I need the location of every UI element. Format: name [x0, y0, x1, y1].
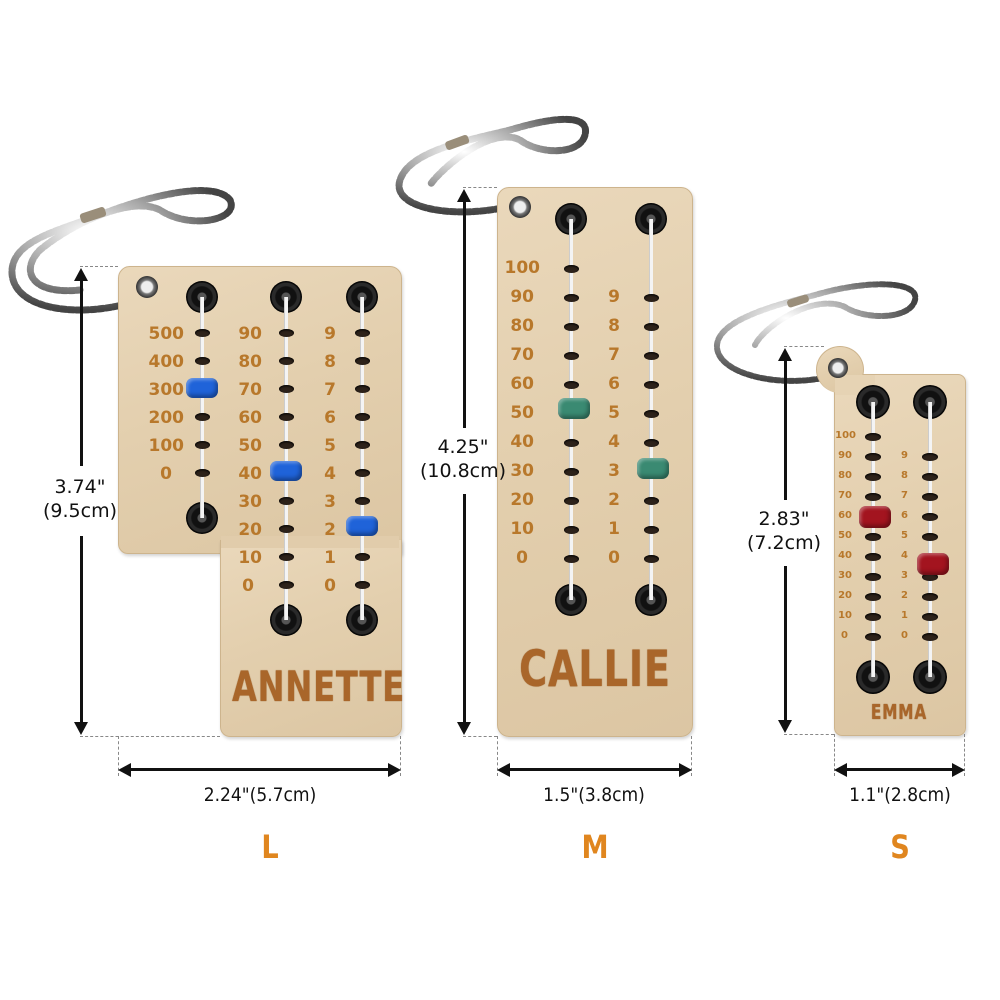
- ball-chain-small: [714, 281, 919, 384]
- scale-label: 50: [510, 403, 534, 423]
- scale-label: 50: [238, 436, 262, 456]
- ball-chain-large: [8, 187, 235, 314]
- scale-label: 8: [901, 470, 908, 481]
- scale-label: 100: [504, 258, 541, 278]
- scale-label: 20: [838, 590, 852, 601]
- scale-label: 8: [608, 316, 620, 336]
- width-label: 1.5"(3.8cm): [543, 784, 645, 806]
- scale-label: 3: [324, 492, 336, 512]
- scale-label: 10: [510, 519, 534, 539]
- scale-label: 100: [148, 436, 185, 456]
- scale-label: 6: [608, 374, 620, 394]
- size-label-l: L: [261, 828, 279, 866]
- scale-label: 80: [838, 470, 852, 481]
- scale-label: 9: [608, 287, 620, 307]
- scale-label: 0: [841, 630, 848, 641]
- scale-label: 2: [608, 490, 620, 510]
- bead-tens[interactable]: [859, 506, 891, 528]
- scale-label: 70: [838, 490, 852, 501]
- scale-label: 4: [901, 550, 908, 561]
- scale-label: 5: [324, 436, 336, 456]
- keyring-hole: [136, 276, 158, 298]
- scale-label: 30: [238, 492, 262, 512]
- scale-label: 2: [324, 520, 336, 540]
- scale-label: 10: [838, 610, 852, 621]
- height-label: 4.25"(10.8cm): [419, 436, 507, 482]
- scale-label: 20: [238, 520, 262, 540]
- scale-label: 9: [901, 450, 908, 461]
- scale-label: 3: [901, 570, 908, 581]
- scale-label: 0: [324, 576, 336, 596]
- bead-tens[interactable]: [270, 461, 302, 481]
- scale-label: 5: [901, 530, 908, 541]
- board-large-top: [118, 266, 402, 554]
- bead-tens[interactable]: [558, 398, 590, 419]
- scale-label: 0: [516, 548, 528, 568]
- scale-label: 4: [608, 432, 620, 452]
- width-label: 1.1"(2.8cm): [849, 784, 951, 806]
- scale-label: 0: [901, 630, 908, 641]
- ball-chain-medium: [395, 115, 589, 216]
- scale-label: 7: [324, 380, 336, 400]
- scale-label: 3: [608, 461, 620, 481]
- scale-label: 60: [238, 408, 262, 428]
- scale-label: 1: [324, 548, 336, 568]
- scale-label: 9: [324, 324, 336, 344]
- scale-label: 70: [238, 380, 262, 400]
- scale-label: 40: [510, 432, 534, 452]
- bead-hundreds[interactable]: [186, 378, 218, 398]
- scale-label: 90: [510, 287, 534, 307]
- scale-label: 300: [148, 380, 185, 400]
- scale-label: 70: [510, 345, 534, 365]
- scale-label: 7: [901, 490, 908, 501]
- board-large-bottom: [220, 540, 402, 737]
- scale-label: 90: [838, 450, 852, 461]
- scale-label: 30: [510, 461, 534, 481]
- engraved-name: EMMA: [870, 700, 928, 724]
- engraved-name: ANNETTE: [231, 662, 406, 711]
- height-label: 2.83"(7.2cm): [747, 508, 821, 554]
- scale-label: 100: [835, 430, 856, 441]
- width-label: 2.24"(5.7cm): [203, 784, 317, 806]
- scale-label: 200: [148, 408, 185, 428]
- scale-label: 500: [148, 324, 185, 344]
- scale-label: 30: [838, 570, 852, 581]
- scale-label: 90: [238, 324, 262, 344]
- bead-ones[interactable]: [346, 516, 378, 536]
- scale-label: 40: [238, 464, 262, 484]
- bead-ones[interactable]: [637, 458, 669, 479]
- scale-label: 50: [838, 530, 852, 541]
- bead-ones[interactable]: [917, 553, 949, 575]
- scale-label: 60: [838, 510, 852, 521]
- keyring-hole: [828, 358, 848, 378]
- scale-label: 1: [608, 519, 620, 539]
- scale-label: 4: [324, 464, 336, 484]
- scale-label: 5: [608, 403, 620, 423]
- scale-label: 2: [901, 590, 908, 601]
- scale-label: 0: [608, 548, 620, 568]
- scale-label: 400: [148, 352, 185, 372]
- engraved-name: CALLIE: [519, 640, 671, 698]
- scale-label: 60: [510, 374, 534, 394]
- scale-label: 80: [510, 316, 534, 336]
- scale-label: 80: [238, 352, 262, 372]
- scale-label: 6: [901, 510, 908, 521]
- scale-label: 20: [510, 490, 534, 510]
- scale-label: 0: [160, 464, 172, 484]
- scale-label: 1: [901, 610, 908, 621]
- scale-label: 0: [242, 576, 254, 596]
- scale-label: 8: [324, 352, 336, 372]
- size-label-s: S: [890, 828, 910, 866]
- keyring-hole: [509, 196, 531, 218]
- size-label-m: M: [581, 828, 609, 866]
- scale-label: 6: [324, 408, 336, 428]
- scale-label: 10: [238, 548, 262, 568]
- scale-label: 7: [608, 345, 620, 365]
- height-label: 3.74"(9.5cm): [43, 476, 117, 522]
- scale-label: 40: [838, 550, 852, 561]
